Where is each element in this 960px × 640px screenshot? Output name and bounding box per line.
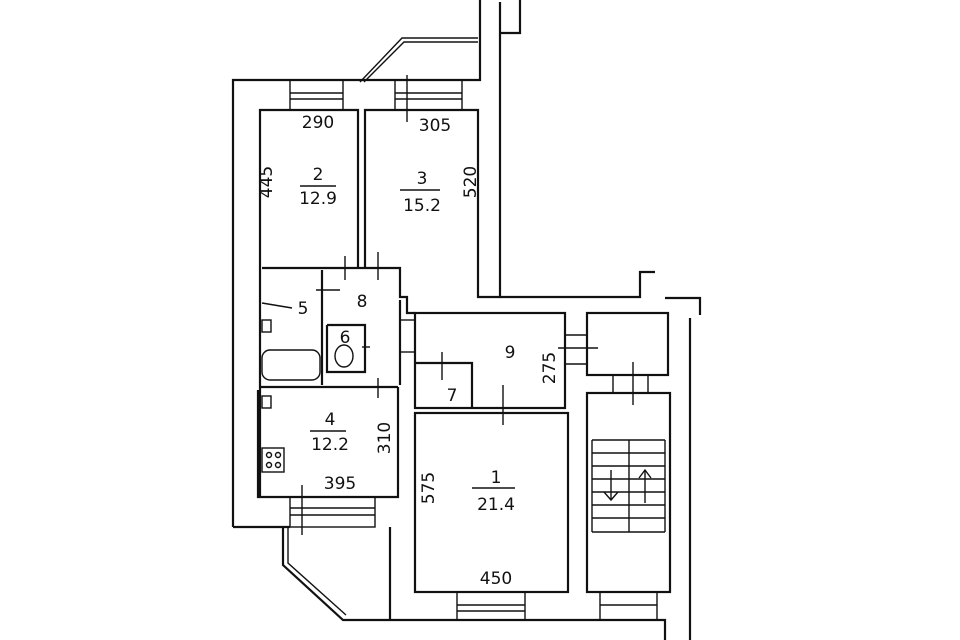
room6-number: 6 — [340, 328, 351, 348]
room9-length: 275 — [540, 352, 560, 384]
room2-area: 12.9 — [299, 189, 337, 209]
room4-width: 395 — [324, 474, 356, 494]
room2-number: 2 — [313, 165, 324, 185]
room1-width: 450 — [480, 569, 512, 589]
room3-number: 3 — [417, 169, 428, 189]
room4-area: 12.2 — [311, 435, 349, 455]
room4-number: 4 — [325, 410, 336, 430]
walls — [231, 0, 702, 640]
room3-length: 520 — [461, 166, 481, 198]
room1-length: 575 — [419, 472, 439, 504]
room3-area: 15.2 — [403, 196, 441, 216]
room7-number: 7 — [447, 386, 458, 406]
room1-number: 1 — [491, 468, 502, 488]
labels: 290 305 445 520 2 12.9 3 15.2 5 8 6 9 27… — [257, 113, 560, 589]
room2-width: 290 — [302, 113, 334, 133]
room9-number: 9 — [505, 343, 516, 363]
room5-number: 5 — [298, 299, 309, 319]
room8-number: 8 — [357, 292, 368, 312]
room4-length: 310 — [375, 422, 395, 454]
room3-width: 305 — [419, 116, 451, 136]
room2-length: 445 — [257, 166, 277, 198]
room1-area: 21.4 — [477, 495, 515, 515]
